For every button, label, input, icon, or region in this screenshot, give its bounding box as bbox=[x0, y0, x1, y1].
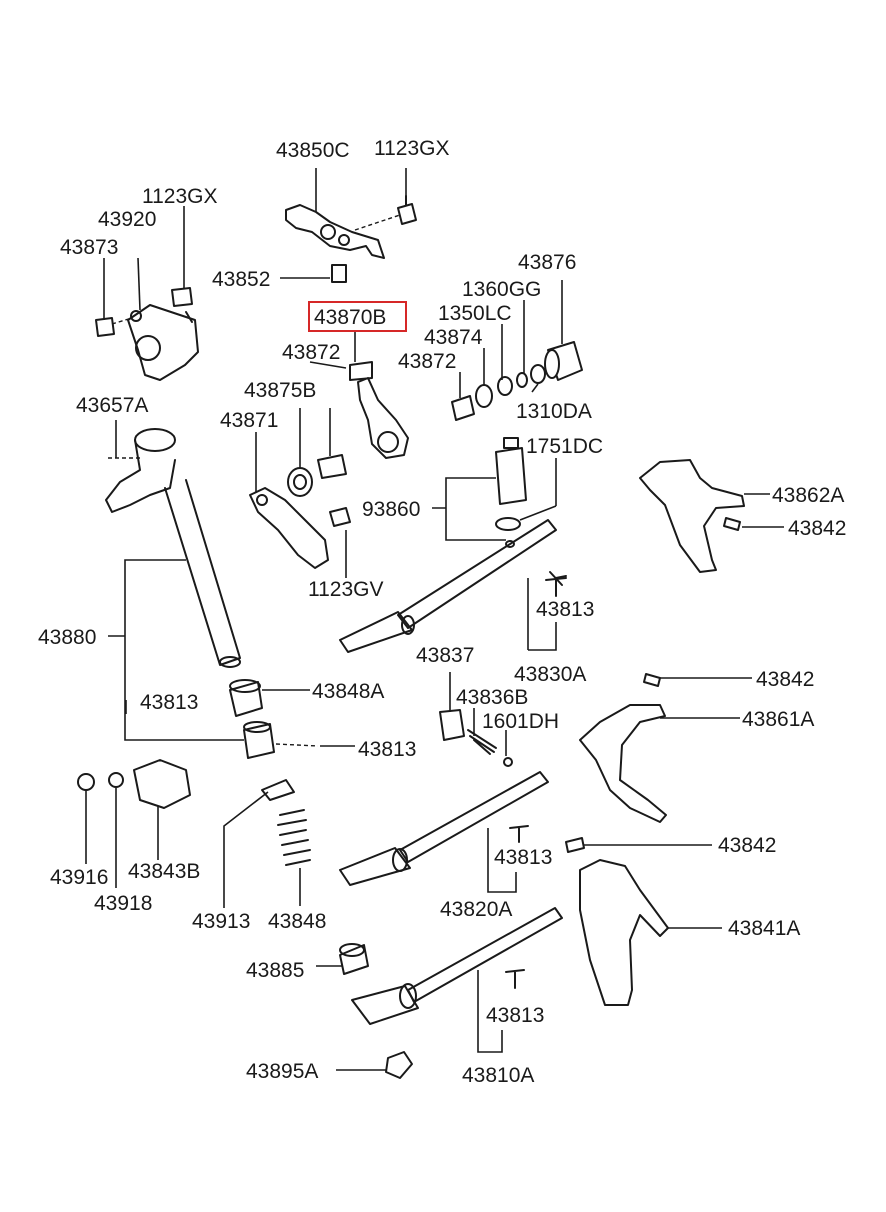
shaft-43880-drawing bbox=[105, 428, 241, 668]
label-43875b: 43875B bbox=[244, 379, 316, 402]
label-43657a: 43657A bbox=[76, 394, 148, 417]
highlight-box-43870b bbox=[308, 301, 407, 332]
label-43813-d: 43813 bbox=[494, 846, 552, 869]
rod-43830a-drawing bbox=[339, 519, 567, 653]
label-43830a: 43830A bbox=[514, 663, 586, 686]
label-43810a: 43810A bbox=[462, 1064, 534, 1087]
bushing-stack-drawing bbox=[451, 341, 583, 421]
label-43885: 43885 bbox=[246, 959, 304, 982]
label-43880: 43880 bbox=[38, 626, 96, 649]
bracket-43850c-drawing bbox=[285, 195, 417, 283]
label-43850c: 43850C bbox=[276, 139, 350, 162]
bracket-43920-drawing bbox=[95, 287, 199, 381]
label-43852: 43852 bbox=[212, 268, 270, 291]
label-43916: 43916 bbox=[50, 866, 108, 889]
label-43813-c: 43813 bbox=[358, 738, 416, 761]
label-43920: 43920 bbox=[98, 208, 156, 231]
label-93860: 93860 bbox=[362, 498, 420, 521]
label-1751dc: 1751DC bbox=[526, 435, 603, 458]
rod-43820a-drawing bbox=[339, 771, 549, 886]
label-43842-a: 43842 bbox=[788, 517, 846, 540]
detent-43837-drawing bbox=[439, 709, 513, 767]
label-43813-a: 43813 bbox=[536, 598, 594, 621]
label-43895a: 43895A bbox=[246, 1060, 318, 1083]
part-labels: 43850C 1123GX 1123GX 43920 43873 43852 4… bbox=[38, 137, 846, 1087]
lever-43870b-drawing bbox=[349, 361, 409, 459]
label-43872-b: 43872 bbox=[398, 350, 456, 373]
label-43871: 43871 bbox=[220, 409, 278, 432]
label-43870b: 43870B bbox=[314, 306, 386, 329]
label-43843b: 43843B bbox=[128, 860, 200, 883]
fork-43861a-drawing bbox=[565, 673, 667, 853]
switch-1751dc-drawing bbox=[495, 437, 527, 548]
label-1310da: 1310DA bbox=[516, 400, 592, 423]
fork-43862a-drawing bbox=[639, 459, 745, 573]
label-43862a: 43862A bbox=[772, 484, 844, 507]
link-43871-drawing bbox=[249, 454, 351, 569]
fork-43841a-drawing bbox=[579, 859, 669, 1006]
spring-43848-drawing bbox=[261, 779, 311, 866]
bracket-43843b-drawing bbox=[77, 759, 191, 809]
label-43873: 43873 bbox=[60, 236, 118, 259]
label-1601dh: 1601DH bbox=[482, 710, 559, 733]
label-43841a: 43841A bbox=[728, 917, 800, 940]
label-43874: 43874 bbox=[424, 326, 483, 349]
label-43872-a: 43872 bbox=[282, 341, 340, 364]
label-43848a: 43848A bbox=[312, 680, 384, 703]
label-43861a: 43861A bbox=[742, 708, 814, 731]
label-43842-b: 43842 bbox=[756, 668, 814, 691]
label-1360gg: 1360GG bbox=[462, 278, 541, 301]
label-43813-e: 43813 bbox=[486, 1004, 544, 1027]
label-43913: 43913 bbox=[192, 910, 250, 933]
label-43918: 43918 bbox=[94, 892, 152, 915]
label-1123gx-top: 1123GX bbox=[374, 137, 450, 160]
sleeve-43848a-drawing bbox=[229, 679, 319, 759]
label-43836b: 43836B bbox=[456, 686, 528, 709]
label-1123gx-left: 1123GX bbox=[142, 185, 218, 208]
label-43813-b: 43813 bbox=[140, 691, 198, 714]
label-43820a: 43820A bbox=[440, 898, 512, 921]
leader-lines bbox=[85, 168, 784, 1071]
label-43848: 43848 bbox=[268, 910, 326, 933]
label-1123gv: 1123GV bbox=[308, 578, 384, 601]
label-43837: 43837 bbox=[416, 644, 474, 667]
label-1350lc: 1350LC bbox=[438, 302, 512, 325]
label-43876: 43876 bbox=[518, 251, 576, 274]
label-43842-c: 43842 bbox=[718, 834, 776, 857]
rod-43810a-drawing bbox=[339, 907, 563, 1079]
